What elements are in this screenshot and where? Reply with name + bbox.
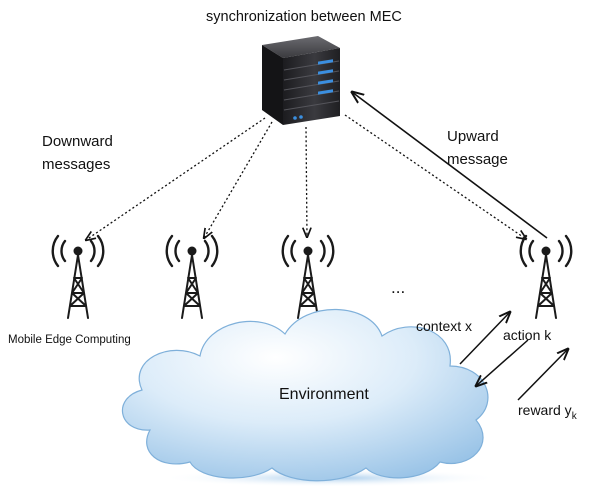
antenna-tower-icon <box>281 234 335 319</box>
cloud-icon <box>122 308 500 487</box>
downward-messages-label: Downward messages <box>42 130 113 176</box>
downward-arrow-3 <box>306 126 307 237</box>
antenna-tower-icon <box>165 234 219 319</box>
reward-arrow <box>517 349 568 401</box>
environment-label: Environment <box>279 386 369 403</box>
action-label: action k <box>503 327 552 343</box>
upward-label-line2: message <box>447 151 508 168</box>
downward-label-line2: messages <box>42 156 111 173</box>
downward-arrow-1 <box>86 117 266 240</box>
context-arrow <box>459 312 510 365</box>
reward-label: reward yk <box>518 402 577 422</box>
downward-label-line1: Downward <box>42 133 113 150</box>
diagram-title: synchronization between MEC <box>206 9 402 25</box>
antenna-tower-icon <box>519 234 573 319</box>
ellipsis: ... <box>391 278 406 297</box>
downward-arrow-4 <box>344 114 526 239</box>
antenna-tower-icon <box>51 234 105 319</box>
reward-text: reward y <box>518 402 572 418</box>
downward-arrows <box>86 114 526 240</box>
mec-label: Mobile Edge Computing <box>8 334 131 346</box>
context-label: context x <box>416 318 473 334</box>
upward-label-line1: Upward <box>447 128 499 145</box>
server-icon <box>262 36 340 125</box>
reward-subscript: k <box>571 410 577 422</box>
downward-arrow-2 <box>204 121 273 238</box>
upward-message-label: Upward message <box>447 125 508 171</box>
interaction-arrows <box>459 312 568 401</box>
upward-arrow <box>352 92 548 239</box>
action-arrow <box>476 339 529 386</box>
